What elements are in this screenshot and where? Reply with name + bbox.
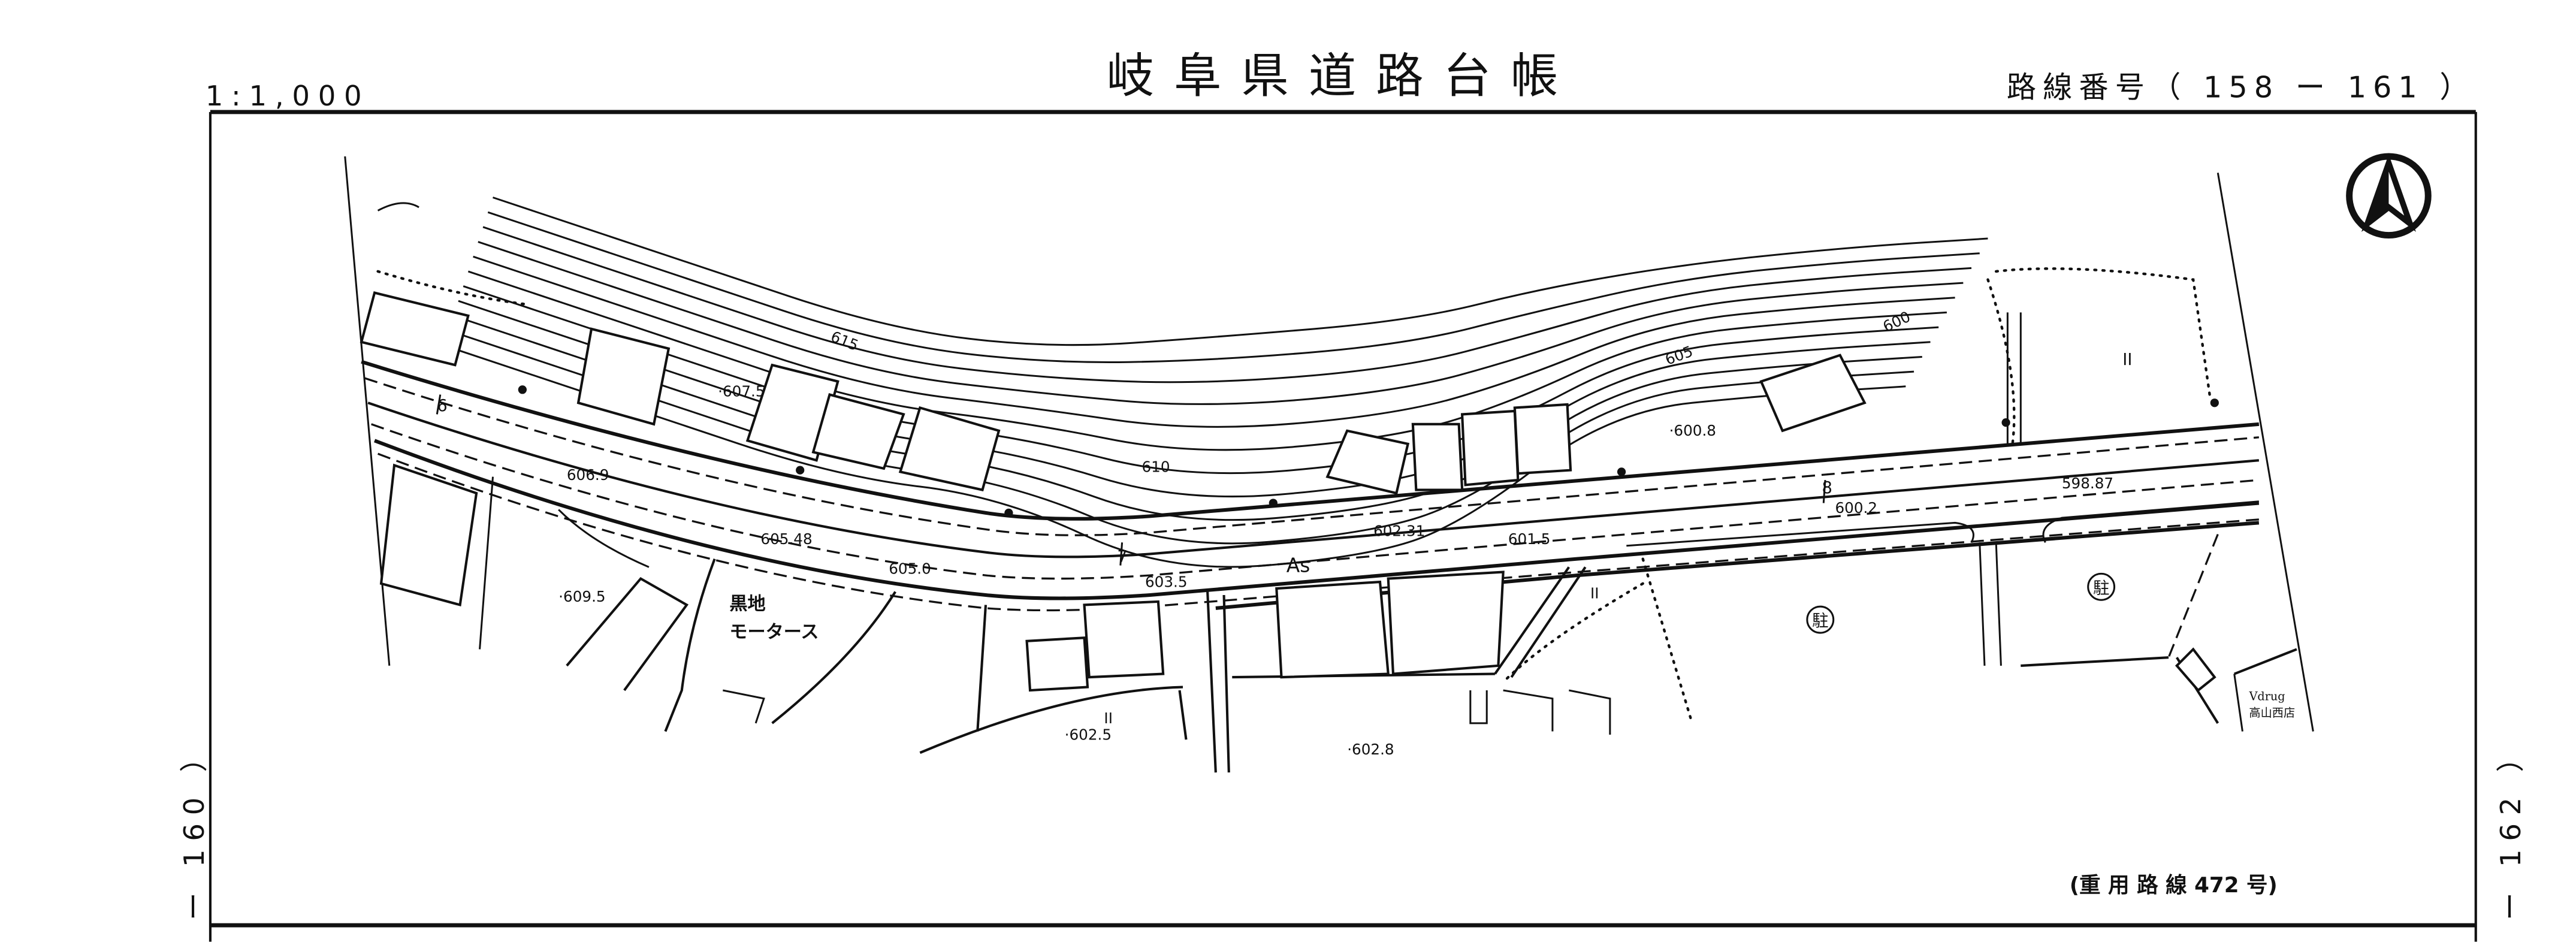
- route-number: 路線番号（ 158 ー 161 ）: [2007, 70, 2476, 104]
- north-arrow-icon: [2346, 153, 2432, 239]
- elevation-label: 602.31: [1373, 522, 1425, 539]
- symbol-mark: II: [2122, 351, 2132, 369]
- contour-line: [458, 300, 1931, 498]
- left-adjacent-sheet: ー 160 ）: [178, 736, 210, 920]
- road-map: 615 610 605 600 606.9 ·607.5 605.48 605.…: [344, 156, 2314, 773]
- contour-label: 605: [1663, 342, 1695, 368]
- symbol-mark: II: [1104, 709, 1113, 727]
- overlap-route-note: (重 用 路 線 472 号): [2070, 873, 2278, 898]
- business-label: モータース: [729, 621, 819, 642]
- scale-label: 1:1,000: [206, 80, 370, 112]
- elevation-label: 605.48: [760, 530, 812, 548]
- elevation-label: 606.9: [567, 466, 609, 484]
- elevation-label: ·600.8: [1669, 422, 1716, 439]
- contour-line: [443, 344, 1906, 568]
- station-label: 7: [1117, 548, 1127, 566]
- elevation-label: 601.5: [1508, 530, 1551, 548]
- business-label: 黒地: [729, 594, 765, 615]
- parking-label: 駐: [2093, 579, 2109, 597]
- symbol-mark: II: [1590, 584, 1599, 602]
- buildings: [360, 291, 2216, 692]
- contour-label: 600: [1880, 308, 1913, 336]
- road-prefectural: [361, 360, 2260, 612]
- elevation-label: 603.5: [1145, 573, 1188, 590]
- contour-line: [473, 255, 1955, 428]
- parking-symbol: 駐: [2087, 572, 2116, 601]
- utility-poles: [518, 385, 2219, 518]
- store-label: 高山西店: [2249, 706, 2295, 720]
- station-label: 8: [1822, 479, 1832, 497]
- parking-symbol: 駐: [1806, 605, 1835, 634]
- contour-label: 610: [1141, 458, 1170, 475]
- elevation-label: 605.0: [889, 560, 931, 577]
- contour-line: [487, 211, 1980, 363]
- elevation-label: 598.87: [2062, 475, 2113, 492]
- store-label: Vdrug: [2249, 689, 2285, 703]
- elevation-label: ·607.5: [718, 382, 765, 400]
- contour-line: [482, 226, 1972, 384]
- contour-line: [493, 197, 1988, 346]
- right-adjacent-sheet: ー 162 ）: [2495, 736, 2527, 920]
- elevation-label: ·609.5: [558, 588, 605, 605]
- map-frame: [209, 110, 2477, 942]
- elevation-label: ·602.8: [1347, 741, 1394, 758]
- contour-line: [478, 241, 1964, 405]
- page-title: 岐阜県道路台帳: [1107, 48, 1578, 104]
- elevation-label: 600.2: [1835, 499, 1877, 517]
- elevation-label: ·602.5: [1065, 726, 1112, 743]
- parking-label: 駐: [1812, 612, 1828, 630]
- contour-line: [463, 285, 1939, 475]
- station-label: 6: [437, 397, 447, 415]
- pavement-label: As: [1287, 554, 1310, 577]
- contour-line: [467, 270, 1947, 451]
- contour-line: [448, 330, 1914, 545]
